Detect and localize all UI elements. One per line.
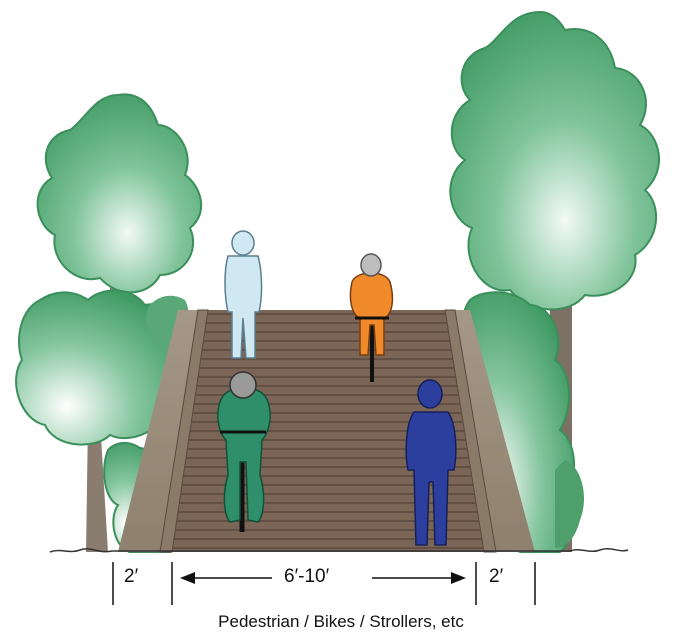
left-shoulder-width-label: 2′ (124, 566, 138, 588)
trail-width-label: 6′-10′ (284, 566, 329, 588)
caption: Pedestrian / Bikes / Strollers, etc (0, 612, 682, 632)
right-shoulder-width-label: 2′ (489, 566, 503, 588)
